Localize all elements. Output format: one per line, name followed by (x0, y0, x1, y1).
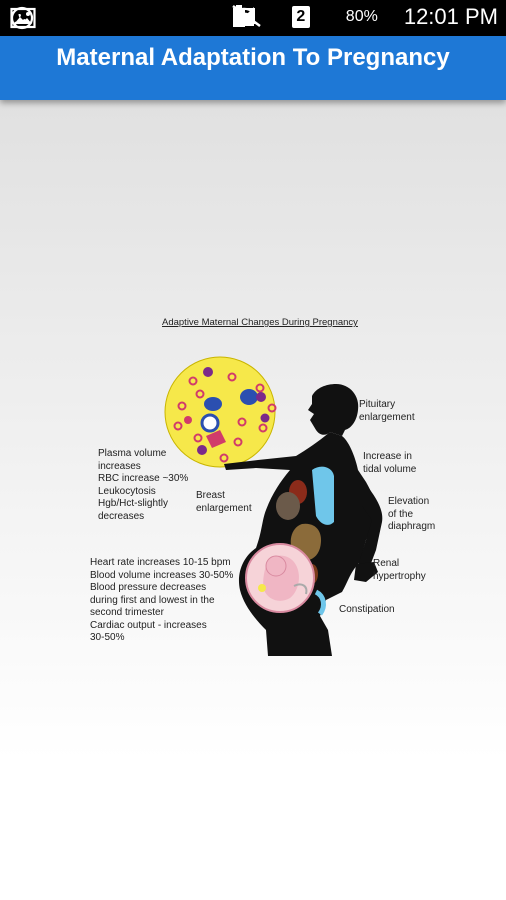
diagram-title: Adaptive Maternal Changes During Pregnan… (162, 317, 358, 328)
app-bar: Maternal Adaptation To Pregnancy (0, 36, 506, 100)
status-bar: 2 80% 12:01 PM (0, 0, 506, 36)
label-cardio: Heart rate increases 10-15 bpm Blood vol… (90, 557, 234, 643)
pregnancy-diagram: Adaptive Maternal Changes During Pregnan… (80, 310, 460, 670)
label-blood: Plasma volume increases RBC increase ~30… (98, 448, 189, 522)
battery-icon (232, 5, 398, 29)
organs (245, 466, 334, 616)
label-breast: Breast enlargement (196, 490, 252, 514)
page-title: Maternal Adaptation To Pregnancy (56, 44, 450, 71)
image-icon (10, 6, 70, 30)
signal-icon (234, 5, 340, 29)
pregnancy-illustration (164, 356, 383, 656)
label-diaphragm: Elevation of the diaphragm (388, 496, 436, 532)
label-tidal-volume: Increase in tidal volume (363, 451, 417, 475)
battery-percent: 80% (345, 8, 378, 25)
label-constipation: Constipation (339, 604, 395, 615)
label-pituitary: Pituitary enlargement (359, 399, 415, 423)
wifi-icon (233, 5, 286, 29)
sim-badge: 2 (291, 6, 310, 28)
blood-cells-magnifier (164, 356, 277, 468)
label-renal: Renal hypertrophy (373, 558, 426, 582)
clock: 12:01 PM (403, 4, 498, 29)
